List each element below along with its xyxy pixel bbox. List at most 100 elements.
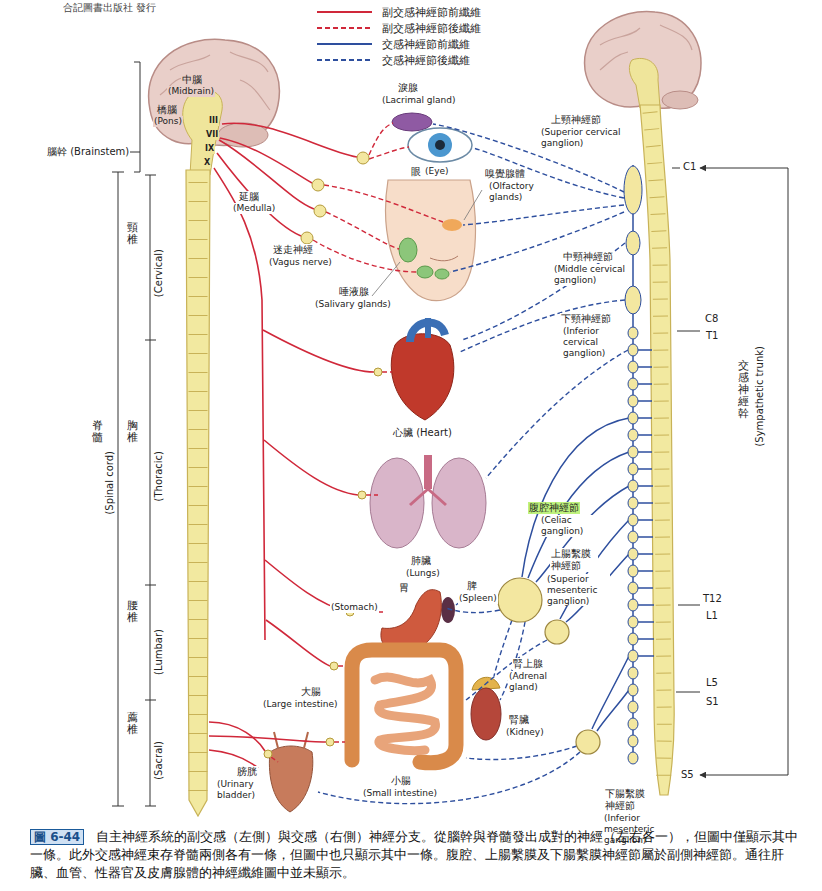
organ-drawing	[410, 489, 446, 505]
organ-drawing	[471, 688, 501, 740]
parasympathetic-preganglionic-fiber	[209, 736, 326, 742]
vertical-label: 頸椎	[127, 222, 138, 246]
part-label: 脾	[466, 580, 478, 592]
sympathetic-preganglionic-fiber	[592, 656, 629, 729]
sympathetic-postganglionic-fiber	[318, 752, 580, 804]
segment-bracket	[700, 168, 788, 775]
part-label: 下頸神經節	[560, 313, 612, 325]
cranial-nerve-number: IX	[204, 144, 215, 154]
spinal-cord-drawing	[186, 170, 210, 816]
organ-drawing	[435, 140, 445, 150]
organ-drawing	[352, 650, 456, 763]
part-label: (Olfactory glands)	[488, 181, 548, 203]
brain-drawing	[585, 12, 701, 109]
spinal-segment-label: L1	[705, 610, 719, 622]
brain-drawing	[629, 58, 660, 108]
spinal-segment-label: C1	[682, 161, 697, 173]
parasympathetic-postganglionic-fiber	[324, 185, 443, 222]
terminal-ganglion	[312, 179, 324, 191]
sympathetic-chain-ganglion	[624, 166, 642, 764]
organ-drawing	[432, 458, 486, 548]
part-label: (Superior cervical ganglion)	[540, 127, 624, 149]
parasympathetic-preganglionic-fiber	[209, 123, 374, 768]
collateral-ganglion	[545, 620, 569, 644]
spinal-segment-label: S5	[680, 769, 695, 781]
legend-sample-line	[317, 27, 372, 29]
rotated-label: (Sympathetic trunk)	[754, 345, 766, 448]
part-label: 胃	[398, 582, 410, 594]
part-label: 腦幹 (Brainstem)	[46, 146, 130, 158]
spinal-segment-label: S1	[705, 696, 720, 708]
organ-drawing	[408, 128, 472, 162]
terminal-ganglion	[330, 662, 338, 670]
parasympathetic-preganglionic-fiber	[214, 168, 265, 640]
parasympathetic-preganglionic-fiber	[222, 123, 357, 157]
terminal-ganglion	[314, 205, 326, 217]
part-label: (Medulla)	[232, 203, 276, 214]
terminal-ganglion	[301, 232, 313, 244]
organ-drawing	[428, 133, 452, 157]
part-label: (Lacrimal gland)	[381, 95, 457, 106]
sympathetic-chain-ganglion	[628, 327, 638, 764]
organ-drawing	[399, 238, 417, 262]
part-label: (Spleen)	[458, 593, 498, 604]
spinal-segment-label: T12	[702, 593, 723, 605]
part-label: 上腸繫膜 神經節	[550, 548, 598, 572]
part-label: (Inferior cervical ganglion)	[562, 326, 616, 358]
parasympathetic-preganglionic-fiber	[266, 620, 330, 666]
vertical-label: 胸椎	[127, 420, 138, 444]
parasympathetic-postganglionic-fiber	[369, 123, 393, 155]
legend-text: 副交感神經節後纖維	[382, 21, 481, 36]
legend-sample	[316, 55, 374, 65]
organ-drawing	[370, 458, 424, 548]
organ-drawing	[430, 256, 458, 261]
vertical-label: 脊髓	[92, 420, 103, 444]
spinal-segment-label: C8	[704, 313, 719, 325]
sympathetic-preganglionic-fiber	[638, 350, 654, 656]
part-label: (Salivary glands)	[314, 299, 392, 310]
brain-drawing	[585, 12, 701, 109]
part-label: 迷走神經	[272, 244, 314, 256]
region-bracket	[112, 62, 156, 806]
spinal-cord-drawing	[186, 170, 210, 816]
collateral-ganglion	[498, 578, 542, 622]
part-label: 下腸繫膜 神經節	[604, 788, 652, 812]
organ-drawing	[425, 318, 431, 338]
organ-drawing	[441, 597, 455, 623]
brain-part-label: (Pons)	[153, 116, 183, 127]
part-label: 嗅覺腺體	[484, 168, 526, 180]
vertical-label: 交感神經幹	[738, 360, 749, 420]
legend-row: 副交感神經節後纖維	[316, 20, 481, 36]
terminal-ganglion	[264, 152, 382, 758]
part-label: 延腦	[238, 191, 260, 203]
legend-row: 副交感神經節前纖維	[316, 4, 481, 20]
rotated-label: (Spinal cord)	[104, 450, 116, 516]
part-label: (Large intestine)	[262, 699, 338, 710]
part-label: 膀胱	[236, 766, 258, 778]
part-label: 腎上腺	[512, 658, 544, 670]
legend-text: 交感神經節後纖維	[382, 53, 470, 68]
legend-text: 副交感神經節前纖維	[382, 5, 481, 20]
brain-part-label: 中腦	[181, 74, 203, 86]
part-label: 腎臟	[508, 714, 530, 726]
rotated-label: (Lumbar)	[153, 628, 165, 676]
sympathetic-postganglionic-fiber	[494, 620, 512, 676]
organ-drawing	[392, 113, 432, 131]
part-label: (Vagus nerve)	[268, 257, 333, 268]
sympathetic-chain-ganglion	[626, 231, 640, 255]
part-label: (Middle cervical ganglion)	[553, 264, 629, 286]
caption: 自主神經系統的副交感（左側）與交感（右側）神經分支。從腦幹與脊髓發出成對的神經（…	[30, 828, 800, 882]
part-label: (Eye)	[424, 166, 450, 177]
spinal-cord-drawing	[189, 182, 208, 798]
segment-bracket	[672, 168, 700, 692]
legend-text: 交感神經節前纖維	[382, 37, 470, 52]
legend-row: 交感神經節前纖維	[316, 36, 481, 52]
part-label: 中頸神經節	[562, 251, 614, 263]
part-label: 淚腺	[397, 82, 419, 94]
spinal-cord-drawing	[640, 105, 674, 795]
part-label: (Superior mesenteric ganglion)	[546, 574, 610, 606]
sympathetic-postganglionic-fiber	[466, 746, 577, 760]
organ-drawing	[424, 455, 432, 489]
brain-part-label: 橋腦	[156, 104, 178, 116]
